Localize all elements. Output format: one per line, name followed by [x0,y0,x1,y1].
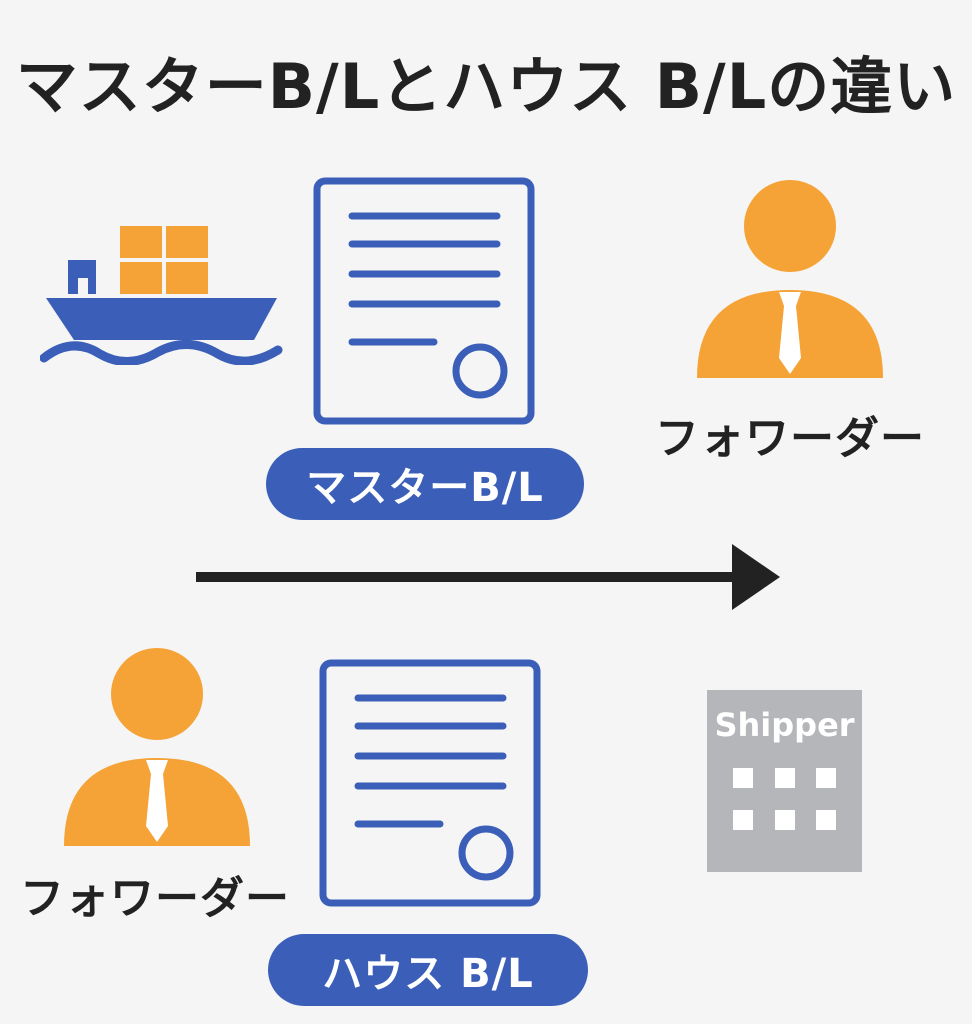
forwarder-person-icon-bottom [64,648,250,846]
shipper-building-icon [707,690,862,872]
forwarder-label-bottom: フォワーダー [20,873,290,924]
master-bl-document-icon [313,177,535,425]
page-title: マスターB/Lとハウス B/Lの違い [15,50,957,123]
forwarder-person-icon-top [697,180,883,378]
cargo-ship-icon [40,226,283,365]
shipper-label: Shipper [714,706,855,744]
master-bl-label: マスターB/L [266,448,584,520]
house-bl-document-icon [319,659,541,907]
forwarder-label-top: フォワーダー [655,413,925,464]
flow-arrow-icon [196,544,780,610]
house-bl-label: ハウス B/L [268,934,588,1006]
